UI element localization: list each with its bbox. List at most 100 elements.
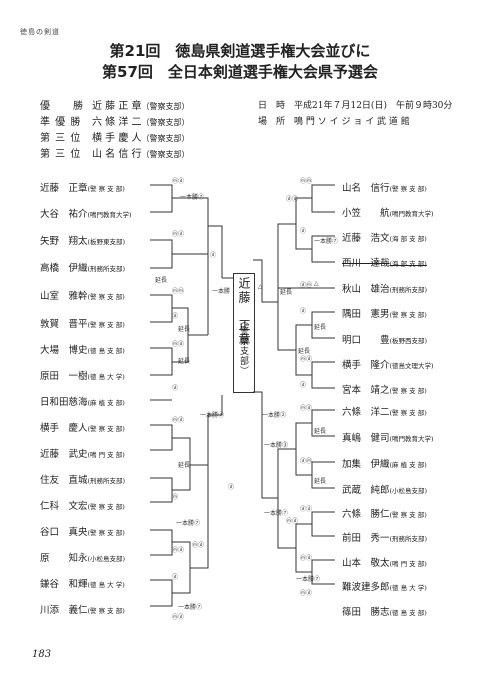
player-name: 谷口 真央 xyxy=(40,527,88,538)
player-affiliation: (徳 島 大 学) xyxy=(87,581,125,589)
player-affiliation: (警 察 支 部) xyxy=(87,529,125,537)
player-affiliation: (鳴 門 支 部) xyxy=(389,560,427,568)
player-right: 真嶋 健司(鳴門教育大学) xyxy=(342,430,434,444)
score-mark: ⓓ xyxy=(172,313,179,320)
player-right: 難波建多郎(徳 島 大 学) xyxy=(342,579,427,593)
player-name: 日和田慈海 xyxy=(40,397,88,408)
bracket-note: 延長 xyxy=(178,358,191,365)
player-affiliation: (警 察 支 部) xyxy=(389,311,427,319)
score-mark: ⓜⓓ xyxy=(172,178,185,185)
player-left: 高橋 伊織(刑務所支部) xyxy=(40,260,125,274)
bracket-note: 一本勝② xyxy=(262,412,287,419)
bracket-note: 一本勝⑦ xyxy=(314,238,339,245)
player-affiliation: (刑務所支部) xyxy=(87,265,126,273)
score-mark: ⓓ xyxy=(300,228,307,235)
player-left: 大谷 祐介(鳴門教育大学) xyxy=(40,206,132,220)
player-name: 篠田 勝志 xyxy=(342,607,390,618)
player-left: 住友 直城(刑務所支部) xyxy=(40,472,125,486)
player-right: 宮本 靖之(警 察 支 部) xyxy=(342,382,427,396)
bracket-note: 一本勝③ xyxy=(264,442,289,449)
player-right: 明口 豊(板野西支部) xyxy=(342,332,427,346)
score-mark: ⓓⓜ xyxy=(300,282,313,289)
score-mark: ⓜⓓ xyxy=(192,542,205,549)
player-name: 前田 秀一 xyxy=(342,533,390,544)
player-name: 六條 洋二 xyxy=(342,407,390,418)
player-left: 山室 雅幹(警 察 支 部) xyxy=(40,288,125,302)
player-right: 西川 達哉(海 部 支 部) xyxy=(342,255,427,269)
score-mark: ⓜⓓ xyxy=(172,547,185,554)
date-row: 日 時 平成21年７月12日(日) 午前９時30分 xyxy=(258,101,453,111)
player-name: 小笠 航 xyxy=(342,208,390,219)
player-affiliation: (鳴門教育大学) xyxy=(87,211,132,219)
player-affiliation: (板野西支部) xyxy=(389,337,428,345)
score-mark: ⓓ xyxy=(228,484,235,491)
player-left: 大場 博史(徳 島 支 部) xyxy=(40,342,125,356)
player-name: 西川 達哉 xyxy=(342,258,390,269)
score-mark: ⓜⓓ xyxy=(300,356,313,363)
score-mark: ⓜⓓ xyxy=(172,417,185,424)
player-affiliation: (小松島支部) xyxy=(389,487,428,495)
player-name: 大場 博史 xyxy=(40,345,88,356)
player-left: 近藤 正章(警 察 支 部) xyxy=(40,180,125,194)
score-mark: ⓜⓜ xyxy=(172,288,185,295)
player-name: 近藤 浩文 xyxy=(342,233,390,244)
player-affiliation: (徳 島 支 部) xyxy=(87,347,125,355)
player-affiliation: (警 察 支 部) xyxy=(87,185,125,193)
player-affiliation: (海 部 支 部) xyxy=(389,235,427,243)
player-affiliation: (鳴 門 支 部) xyxy=(87,451,125,459)
player-affiliation: (小松島支部) xyxy=(87,555,126,563)
player-right: 前田 秀一(刑務所支部) xyxy=(342,530,427,544)
champion-affiliation: （警察支部） xyxy=(238,316,248,376)
player-name: 鎌谷 和輝 xyxy=(40,579,88,590)
player-affiliation: (徳 島 大 学) xyxy=(389,584,427,592)
player-name: 武蔵 純郎 xyxy=(342,485,390,496)
player-name: 山本 敬太 xyxy=(342,558,390,569)
player-name: 宮本 靖之 xyxy=(342,385,390,396)
score-mark: ⓜⓓ xyxy=(300,405,313,412)
score-mark: ⓓ xyxy=(172,385,179,392)
player-left: 原 知永(小松島支部) xyxy=(40,550,125,564)
bracket-note: 一本勝⑦ xyxy=(176,520,201,527)
player-affiliation: (徳 島 支 部) xyxy=(389,609,427,617)
player-affiliation: (刑務所支部) xyxy=(87,477,126,485)
player-name: 隅田 憲男 xyxy=(342,309,390,320)
bracket-note: 一本勝⑦ xyxy=(180,194,205,201)
result-row: 準 優 勝六 條 洋 二（警察支部） xyxy=(40,117,190,128)
score-mark: ⓓ xyxy=(300,382,307,389)
player-affiliation: (警 察 支 部) xyxy=(87,503,125,511)
player-left: 仁科 文宏(警 察 支 部) xyxy=(40,498,125,512)
champion-name: 近藤 正章 xyxy=(237,277,251,347)
score-mark: ⓓ xyxy=(300,308,307,315)
bracket-note: 延長 xyxy=(314,428,327,435)
player-left: 近藤 武史(鳴 門 支 部) xyxy=(40,446,125,460)
player-right: 加集 伊織(麻 植 支 部) xyxy=(342,456,427,470)
player-name: 秋山 雄治 xyxy=(342,284,390,295)
result-row: 優 勝近 藤 正 章（警察支部） xyxy=(40,101,190,112)
player-name: 難波建多郎 xyxy=(342,582,390,593)
player-name: 六條 勝仁 xyxy=(342,509,390,520)
player-right: 小笠 航(鳴門教育大学) xyxy=(342,205,434,219)
player-right: 篠田 勝志(徳 島 支 部) xyxy=(342,604,427,618)
score-mark: ⓓⓜ xyxy=(300,458,313,465)
player-affiliation: (鳴門教育大学) xyxy=(389,210,434,218)
player-affiliation: (警 察 支 部) xyxy=(389,511,427,519)
player-name: 山室 雅幹 xyxy=(40,291,88,302)
player-left: 原田 一樹(徳 島 大 学) xyxy=(40,368,125,382)
player-left: 日和田慈海(麻 植 支 部) xyxy=(40,394,125,408)
player-affiliation: (警 察 支 部) xyxy=(87,293,125,301)
bracket-note: 延長 xyxy=(178,462,191,469)
player-name: 横手 慶人 xyxy=(40,423,88,434)
player-affiliation: (麻 植 支 部) xyxy=(87,399,125,407)
player-right: 近藤 浩文(海 部 支 部) xyxy=(342,230,427,244)
player-affiliation: (警 察 支 部) xyxy=(87,607,125,615)
player-affiliation: (海 部 支 部) xyxy=(389,260,427,268)
player-left: 谷口 真央(警 察 支 部) xyxy=(40,524,125,538)
bracket-note: 一本勝⑦ xyxy=(178,604,203,611)
player-right: 六條 勝仁(警 察 支 部) xyxy=(342,506,427,520)
result-row: 第 三 位山 名 信 行（警察支部） xyxy=(40,149,190,160)
player-left: 川添 義仁(警 察 支 部) xyxy=(40,602,125,616)
player-name: 真嶋 健司 xyxy=(342,433,390,444)
player-name: 加集 伊織 xyxy=(342,459,390,470)
score-mark: ⓜⓓ xyxy=(172,231,185,238)
player-name: 高橋 伊織 xyxy=(40,263,88,274)
